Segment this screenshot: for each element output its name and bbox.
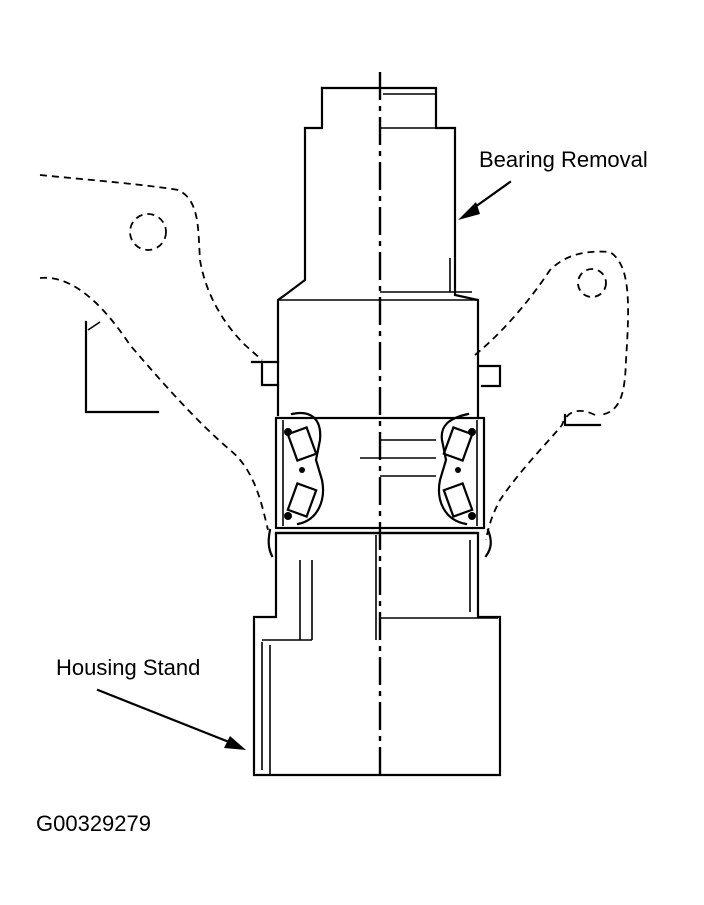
housing-block-right: [563, 413, 602, 427]
housing-stand-arrow: [96, 688, 246, 750]
roller-bearing-left: [284, 411, 325, 526]
snap-ring: [250, 360, 502, 388]
knuckle-outline: [39, 174, 629, 541]
roller-bearing-right: [438, 412, 476, 526]
housing-stand: [252, 531, 502, 777]
lower-seal: [267, 528, 492, 558]
bearing-removal-arrow: [458, 180, 512, 220]
housing-block-left: [84, 320, 160, 414]
bearing-removal-tool: [276, 86, 480, 420]
housing-stand-label: Housing Stand: [56, 655, 201, 680]
figure-id-label: G00329279: [36, 811, 151, 836]
bearing-removal-label: Bearing Removal: [479, 147, 648, 172]
